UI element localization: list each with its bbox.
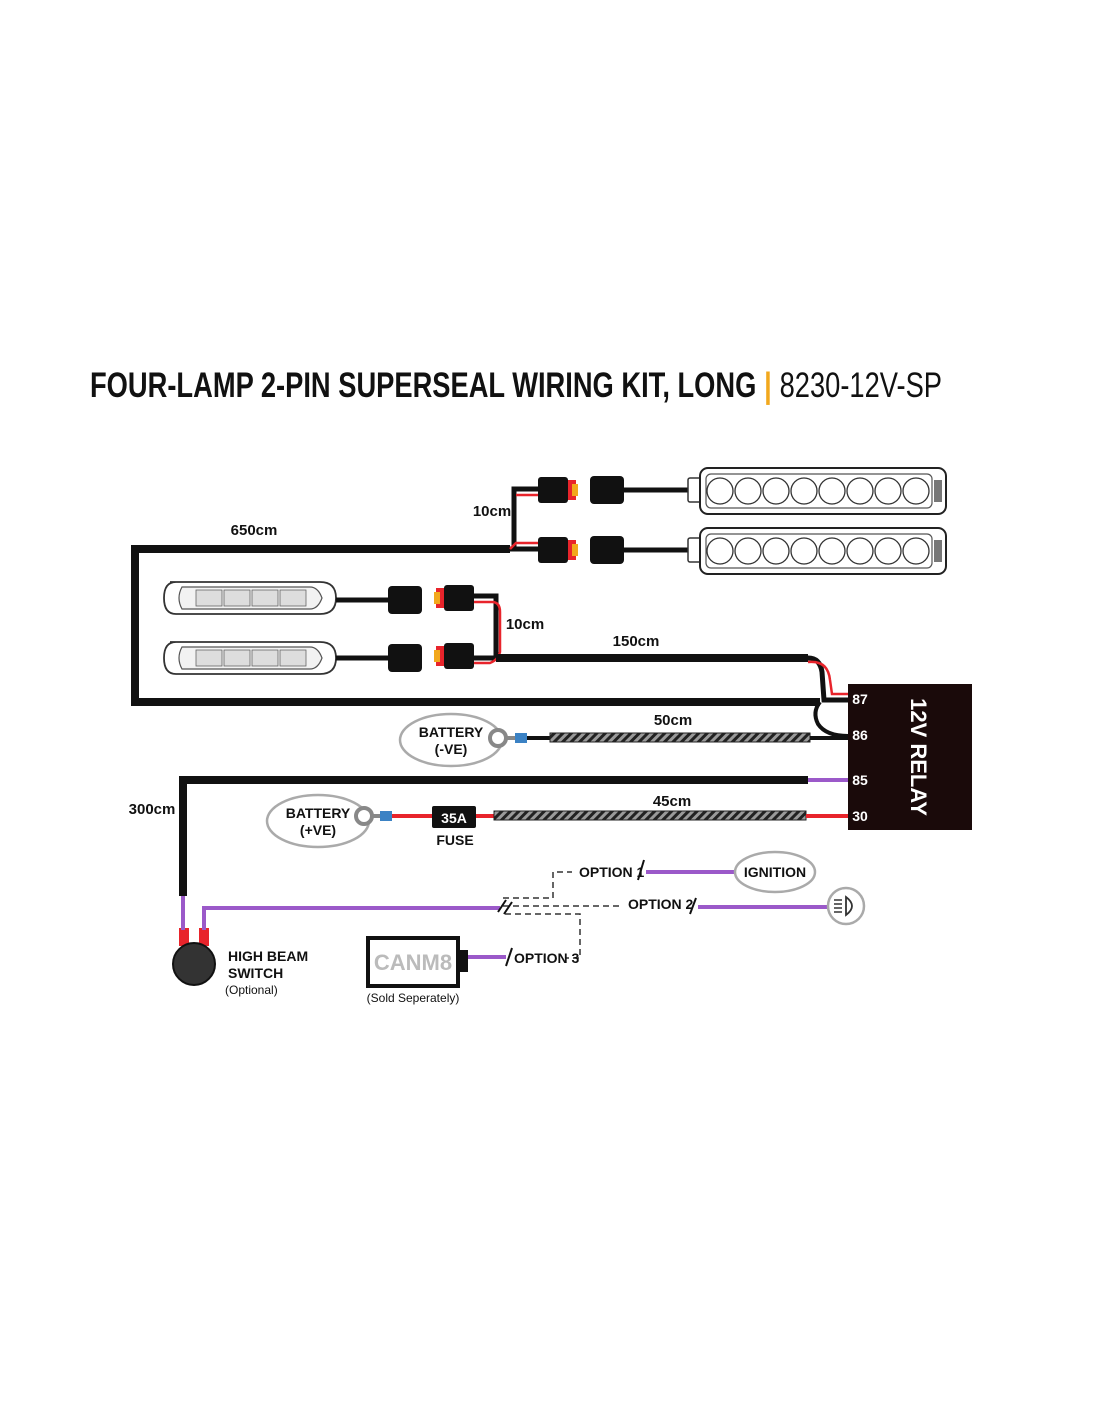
relay-label: 12V RELAY (906, 698, 931, 816)
fuse-rating: 35A (441, 810, 467, 826)
relay-pin-86: 86 (852, 727, 868, 743)
title-separator: | (764, 366, 772, 405)
ignition-label: IGNITION (744, 864, 806, 880)
canm8-label: CANM8 (374, 950, 452, 975)
canm8-note: (Sold Seperately) (367, 991, 460, 1005)
relay-12v (848, 684, 972, 830)
led-light-bar-icon (687, 527, 947, 575)
switch-line2: SWITCH (228, 965, 283, 981)
slim-driving-lamp-icon (163, 641, 337, 675)
led-light-bar-icon (687, 467, 947, 515)
length-650: 650cm (231, 522, 278, 539)
option-1-label: OPTION 1 (579, 864, 645, 880)
superseal-connector-lower-2 (388, 643, 474, 672)
battery-positive (265, 793, 848, 849)
superseal-connector-top-1 (538, 476, 624, 504)
ignition-source (733, 850, 817, 894)
relay-pin-30: 30 (852, 808, 868, 824)
superseal-connector-lower-1 (388, 585, 474, 614)
superseal-connector-top-2 (538, 536, 624, 564)
relay-feed-wires (807, 655, 849, 738)
lower-branch-wires (474, 593, 808, 665)
page-title: FOUR-LAMP 2-PIN SUPERSEAL WIRING KIT, LO… (90, 366, 942, 406)
length-lower-branch: 10cm (506, 616, 544, 633)
title-text: FOUR-LAMP 2-PIN SUPERSEAL WIRING KIT, LO… (90, 366, 757, 405)
high-beam-switch (172, 896, 500, 986)
battery-neg-line1: BATTERY (419, 724, 484, 740)
switch-feed-wire (179, 776, 848, 896)
battery-pos-line2: (+VE) (300, 822, 336, 838)
battery-pos-line1: BATTERY (286, 805, 351, 821)
ring-terminal-icon (488, 728, 508, 748)
battery-neg-line2: (-VE) (435, 741, 468, 757)
canm8-module (366, 936, 468, 988)
relay-pin-85: 85 (852, 772, 868, 788)
switch-note: (Optional) (225, 983, 278, 997)
length-top-branch: 10cm (473, 503, 511, 520)
length-50: 50cm (654, 712, 692, 729)
option-3-label: OPTION 3 (514, 950, 580, 966)
fuse-holder (432, 806, 476, 828)
top-branch-wires (509, 486, 538, 552)
switch-line1: HIGH BEAM (228, 948, 308, 964)
length-45: 45cm (653, 793, 691, 810)
main-harness-650 (131, 545, 820, 706)
high-beam-icon (826, 886, 866, 926)
length-150: 150cm (613, 633, 660, 650)
option-wiring (468, 859, 828, 967)
option-2-label: OPTION 2 (628, 896, 694, 912)
part-number: 8230-12V-SP (779, 366, 943, 405)
battery-negative (398, 712, 848, 768)
slim-driving-lamp-icon (163, 581, 337, 615)
fuse-label: FUSE (436, 832, 473, 848)
relay-pin-87: 87 (852, 691, 868, 707)
length-300: 300cm (129, 801, 176, 818)
ring-terminal-icon (354, 806, 374, 826)
